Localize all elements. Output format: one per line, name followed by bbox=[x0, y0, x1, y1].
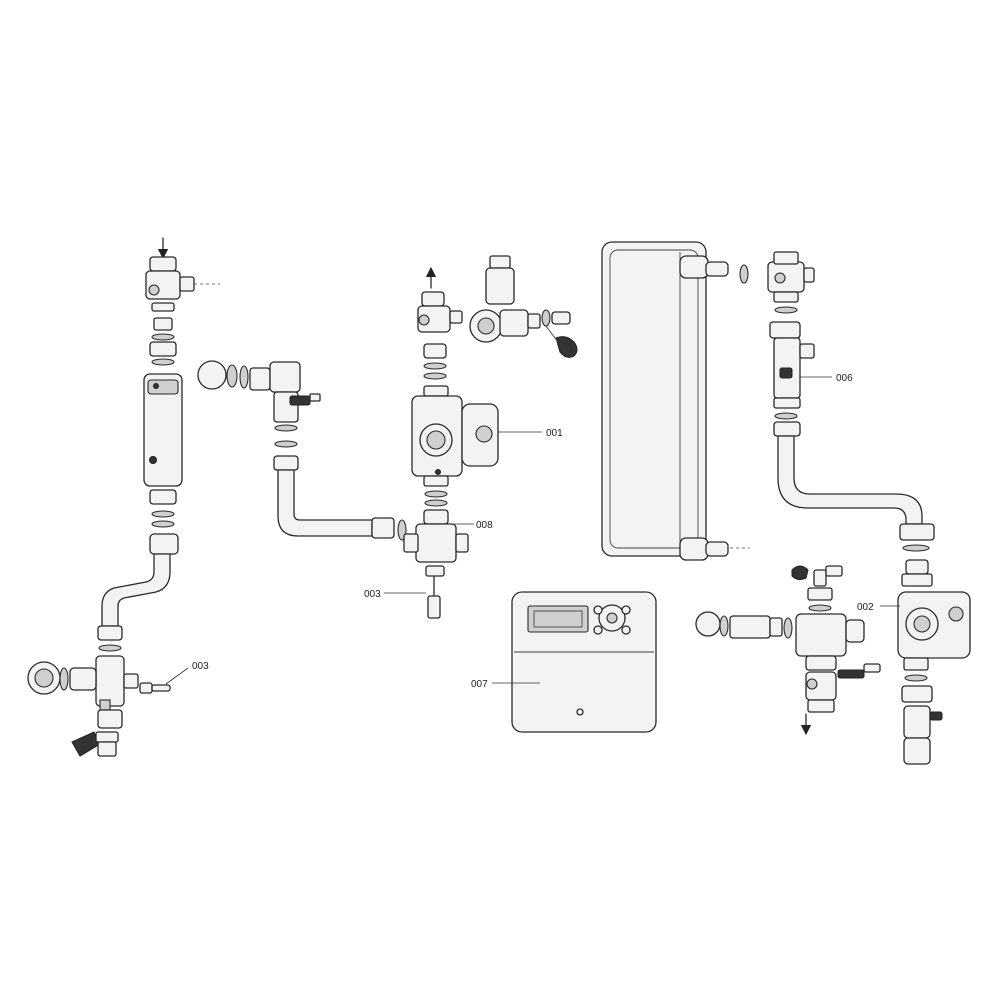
plate-heat-exchanger bbox=[601, 241, 750, 561]
callout-006: 006 bbox=[836, 373, 853, 384]
right-pump-group bbox=[897, 559, 971, 765]
right-upper-valve-group bbox=[767, 251, 935, 552]
callout-007: 007 bbox=[471, 679, 488, 690]
left-return-assembly bbox=[27, 237, 220, 757]
middle-pipe-loop-assembly bbox=[197, 360, 407, 541]
callout-003-center: 003 bbox=[364, 589, 381, 600]
callout-labels: 001 002 003 003 006 007 008 bbox=[192, 373, 900, 690]
pump-002 bbox=[897, 591, 971, 659]
pump-001 bbox=[411, 385, 499, 487]
callout-002: 002 bbox=[857, 602, 874, 613]
right-supply-valve-group bbox=[695, 565, 881, 736]
center-pump-group bbox=[403, 255, 578, 619]
callout-003-left: 003 bbox=[192, 661, 209, 672]
ball-valve-008 bbox=[403, 509, 469, 563]
callout-008: 008 bbox=[476, 520, 493, 531]
callout-001: 001 bbox=[546, 428, 563, 439]
solar-controller-007 bbox=[511, 591, 657, 733]
check-valve-006 bbox=[769, 321, 815, 409]
